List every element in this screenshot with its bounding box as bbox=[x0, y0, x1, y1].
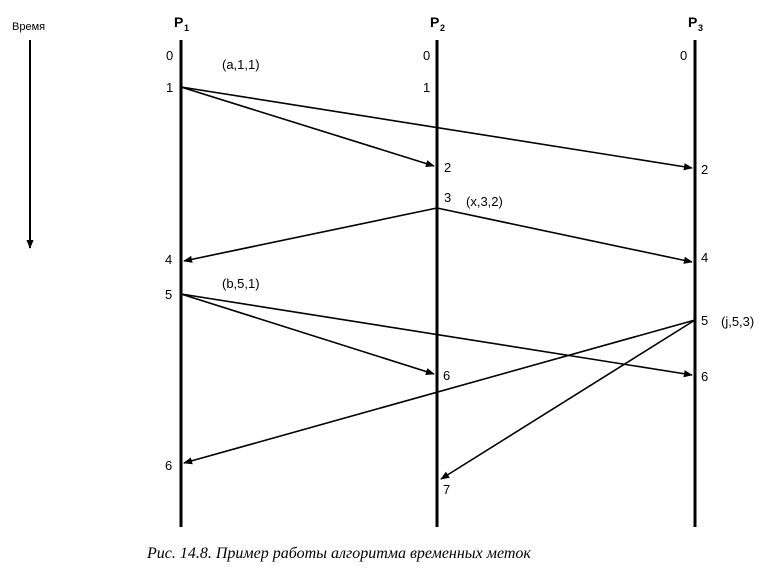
tick-p1-1: 1 bbox=[166, 80, 173, 95]
tick-p2-6: 6 bbox=[443, 368, 450, 383]
process-header-p3: P 3 bbox=[688, 14, 703, 33]
svg-text:1: 1 bbox=[184, 23, 189, 33]
event-a: (a,1,1) bbox=[222, 57, 260, 72]
tick-p1-0: 0 bbox=[166, 48, 173, 63]
tick-p3-5: 5 bbox=[701, 313, 708, 328]
tick-p1-4: 4 bbox=[165, 252, 172, 267]
tick-p1-5: 5 bbox=[165, 287, 172, 302]
svg-text:3: 3 bbox=[698, 23, 703, 33]
tick-p3-6: 6 bbox=[701, 369, 708, 384]
tick-p2-0: 0 bbox=[423, 48, 430, 63]
svg-text:P: P bbox=[430, 14, 439, 30]
message-p3-p2-5 bbox=[440, 319, 696, 480]
tick-p1-6: 6 bbox=[165, 458, 172, 473]
message-p1-p2-5 bbox=[180, 293, 435, 375]
event-b: (b,5,1) bbox=[222, 276, 260, 291]
tick-p2-3: 3 bbox=[444, 190, 451, 205]
message-p1-p3-1 bbox=[180, 86, 693, 171]
tick-p2-2: 2 bbox=[444, 160, 451, 175]
svg-text:2: 2 bbox=[440, 23, 445, 33]
time-label: Время bbox=[12, 21, 45, 33]
tick-p3-4: 4 bbox=[701, 250, 708, 265]
process-header-p1: P 1 bbox=[174, 14, 189, 33]
message-p1-p3-5 bbox=[180, 293, 693, 378]
tick-p3-2: 2 bbox=[701, 162, 708, 177]
figure-caption: Рис. 14.8. Пример работы алгоритма време… bbox=[146, 545, 531, 562]
message-p3-p1-5 bbox=[183, 319, 696, 465]
svg-text:P: P bbox=[174, 14, 183, 30]
message-p1-p2-1 bbox=[180, 86, 435, 168]
event-x: (x,3,2) bbox=[466, 194, 503, 209]
message-p2-p1-3 bbox=[183, 207, 438, 263]
svg-text:P: P bbox=[688, 14, 697, 30]
tick-p3-0: 0 bbox=[680, 48, 687, 63]
tick-p2-7: 7 bbox=[443, 482, 450, 497]
tick-p2-1: 1 bbox=[423, 80, 430, 95]
message-p2-p3-3 bbox=[436, 207, 693, 264]
event-j: (j,5,3) bbox=[721, 314, 754, 329]
process-header-p2: P 2 bbox=[430, 14, 445, 33]
